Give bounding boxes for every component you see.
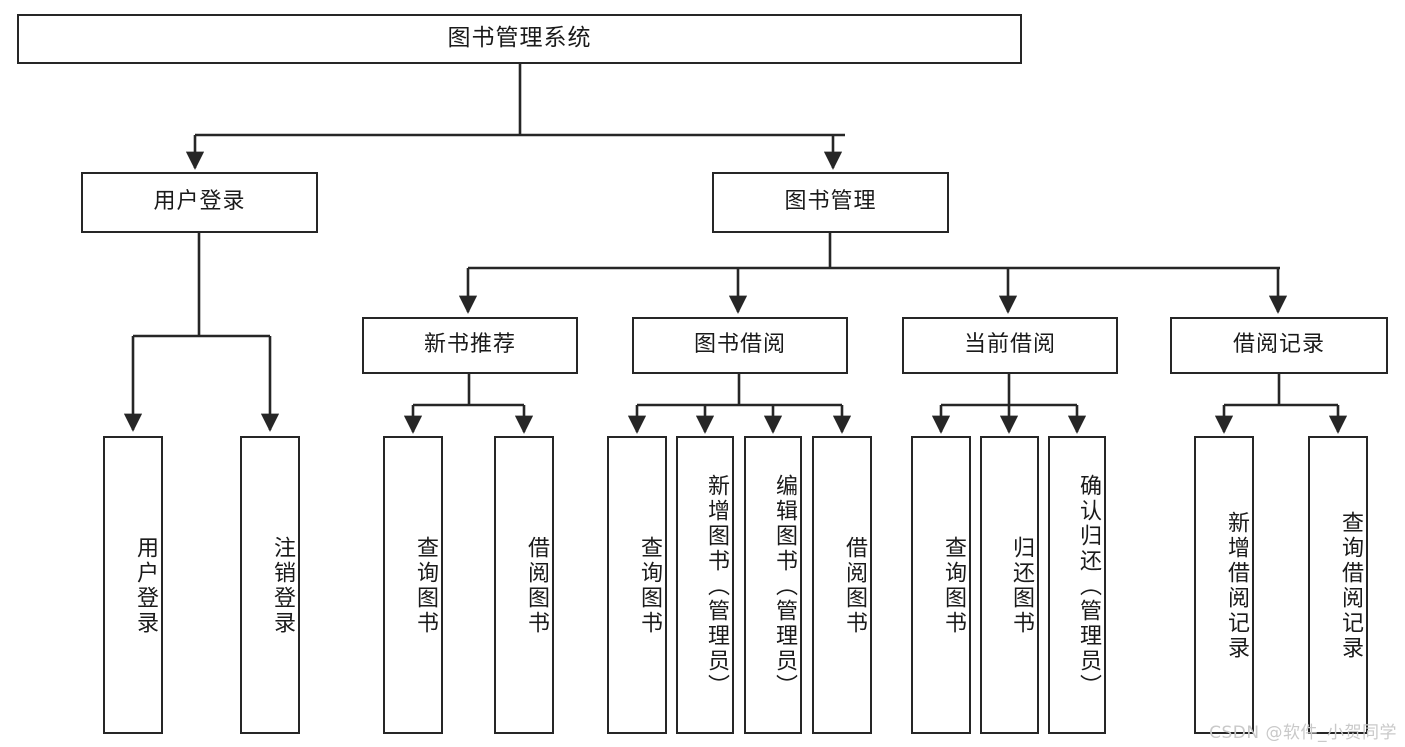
leaf-borrow-book-1-label: 借阅图书	[524, 536, 549, 636]
leaf-borrow-book-2-label: 借阅图书	[842, 536, 867, 636]
leaf-edit-book[interactable]: 编辑图书（管理员）	[744, 436, 802, 734]
node-root-label: 图书管理系统	[447, 25, 592, 52]
leaf-query-book-2[interactable]: 查询图书	[607, 436, 667, 734]
leaf-borrow-book-2[interactable]: 借阅图书	[812, 436, 872, 734]
node-user-login[interactable]: 用户登录	[81, 172, 318, 233]
node-book-manage-label: 图书管理	[784, 189, 877, 215]
node-root[interactable]: 图书管理系统	[17, 14, 1022, 64]
node-book-borrow-label: 图书借阅	[693, 332, 786, 358]
leaf-user-login[interactable]: 用户登录	[103, 436, 163, 734]
leaf-add-book[interactable]: 新增图书（管理员）	[676, 436, 734, 734]
node-book-manage[interactable]: 图书管理	[712, 172, 949, 233]
leaf-return-book[interactable]: 归还图书	[980, 436, 1039, 734]
node-book-borrow[interactable]: 图书借阅	[632, 317, 848, 374]
node-borrow-record[interactable]: 借阅记录	[1170, 317, 1388, 374]
leaf-edit-book-label: 编辑图书（管理员）	[772, 473, 797, 699]
leaf-return-book-label: 归还图书	[1009, 536, 1034, 636]
leaf-query-book-1-label: 查询图书	[413, 536, 438, 636]
watermark: CSDN @软件_小贺同学	[1209, 723, 1397, 743]
leaf-add-record-label: 新增借阅记录	[1224, 511, 1249, 661]
leaf-borrow-book-1[interactable]: 借阅图书	[494, 436, 554, 734]
leaf-query-book-1[interactable]: 查询图书	[383, 436, 443, 734]
leaf-confirm-return[interactable]: 确认归还（管理员）	[1048, 436, 1106, 734]
node-current-borrow-label: 当前借阅	[963, 332, 1056, 358]
leaf-query-record[interactable]: 查询借阅记录	[1308, 436, 1368, 734]
leaf-add-book-label: 新增图书（管理员）	[704, 473, 729, 699]
node-user-login-label: 用户登录	[153, 189, 246, 215]
leaf-add-record[interactable]: 新增借阅记录	[1194, 436, 1254, 734]
leaf-confirm-return-label: 确认归还（管理员）	[1076, 473, 1101, 699]
leaf-query-book-2-label: 查询图书	[637, 536, 662, 636]
leaf-user-login-label: 用户登录	[133, 536, 158, 636]
node-new-book-rec-label: 新书推荐	[423, 332, 516, 358]
leaf-user-logout-label: 注销登录	[270, 536, 295, 636]
leaf-query-record-label: 查询借阅记录	[1338, 511, 1363, 661]
node-borrow-record-label: 借阅记录	[1232, 332, 1325, 358]
leaf-query-book-3[interactable]: 查询图书	[911, 436, 971, 734]
node-new-book-rec[interactable]: 新书推荐	[362, 317, 578, 374]
leaf-user-logout[interactable]: 注销登录	[240, 436, 300, 734]
leaf-query-book-3-label: 查询图书	[941, 536, 966, 636]
node-current-borrow[interactable]: 当前借阅	[902, 317, 1118, 374]
